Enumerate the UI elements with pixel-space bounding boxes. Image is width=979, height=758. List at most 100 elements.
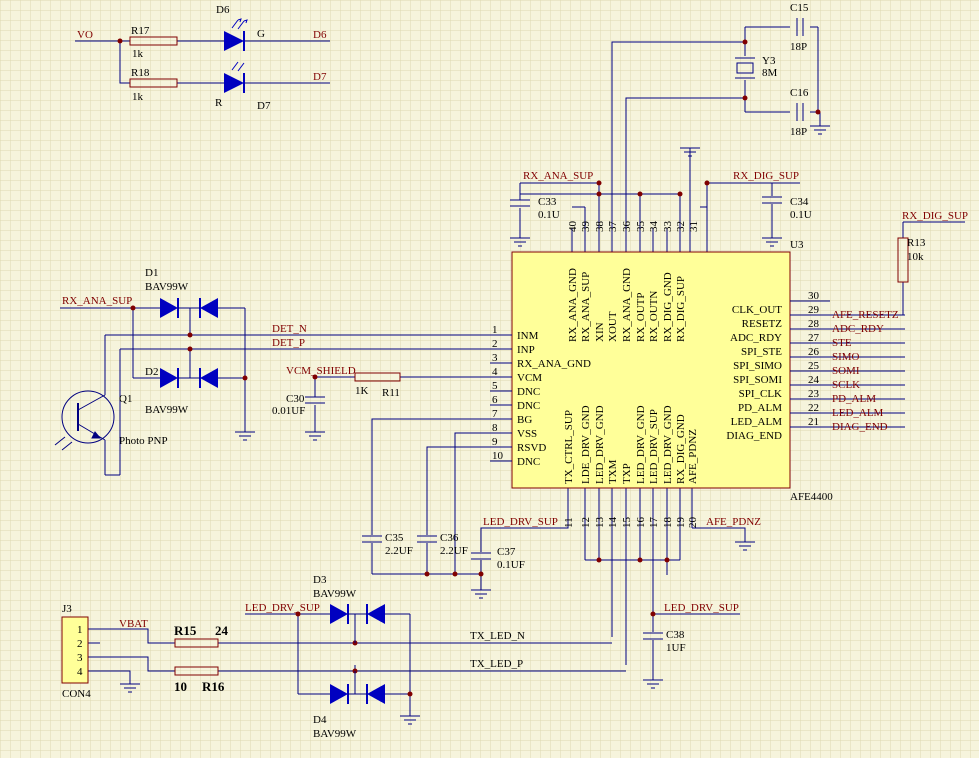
u3-pin-number: 3 [492, 352, 498, 364]
svg-text:18P: 18P [790, 41, 807, 53]
svg-text:18P: 18P [790, 126, 807, 138]
u3-pin-number: 4 [492, 366, 498, 378]
net-diag-end: DIAG_END [832, 421, 888, 433]
resistor-r15 [174, 638, 219, 648]
u3-pin-number: 22 [808, 402, 819, 414]
svg-text:10: 10 [174, 679, 187, 694]
svg-text:1K: 1K [355, 385, 369, 397]
u3-pin-name: TXM [607, 459, 619, 484]
svg-text:BAV99W: BAV99W [145, 404, 189, 416]
net-det-p: DET_P [272, 337, 305, 349]
net-led-drv-sup-bottom: LED_DRV_SUP [664, 602, 739, 614]
u3-pin-name: ADC_RDY [730, 332, 782, 344]
j3-pin-2: 2 [77, 638, 83, 650]
r18-ref: R18 [131, 67, 150, 79]
u3-pin-name: LED_DRV_GND [594, 405, 606, 484]
u3-pin-name: VSS [517, 428, 537, 440]
u3-pin-number: 16 [635, 517, 647, 529]
svg-text:BAV99W: BAV99W [313, 728, 357, 740]
j3-pin-3: 3 [77, 652, 83, 664]
ground-icon [680, 147, 700, 157]
ground-icon [735, 541, 755, 551]
svg-text:J3: J3 [62, 603, 72, 615]
ground-icon [305, 431, 325, 441]
net-adc-rdy: ADC_RDY [832, 323, 884, 335]
junctions [117, 38, 821, 697]
ground-icon [471, 589, 491, 599]
net-afe-resetz: AFE_RESETZ [832, 309, 899, 321]
u3-pin-number: 35 [635, 221, 647, 233]
u3-pin-name: SPI_CLK [739, 388, 782, 400]
u3-pin-name: CLK_OUT [732, 304, 782, 316]
light-arrow-icon [54, 436, 73, 451]
svg-text:C34: C34 [790, 196, 809, 208]
u3-pin-name: RX_DIG_SUP [675, 276, 687, 342]
u3-pin-number: 34 [648, 221, 660, 233]
u3-pin-number: 23 [808, 388, 820, 400]
u3-pin-name: TX_CTRL_SUP [563, 410, 575, 484]
led-drive-section: LED_DRV_SUP D3 BAV99W D4 BAV99W TX_LED_N… [61, 574, 525, 740]
resistor-r13 [897, 237, 909, 283]
u3-pin-number: 11 [563, 517, 575, 528]
u3-pin-number: 10 [492, 450, 504, 462]
u3-pin-number: 7 [492, 408, 498, 420]
svg-text:Photo PNP: Photo PNP [119, 435, 168, 447]
svg-text:BAV99W: BAV99W [313, 588, 357, 600]
led-d6 [224, 18, 248, 51]
svg-text:R13: R13 [907, 237, 926, 249]
u3-pin-name: SPI_STE [741, 346, 782, 358]
u3-pin-number: 1 [492, 324, 498, 336]
svg-text:0.01UF: 0.01UF [272, 405, 305, 417]
svg-text:C33: C33 [538, 196, 557, 208]
u3-pin-name: VCM [517, 372, 542, 384]
u3-pin-number: 33 [662, 221, 674, 233]
u3-pin-number: 37 [607, 221, 619, 233]
svg-text:0.1U: 0.1U [538, 209, 560, 221]
svg-text:C30: C30 [286, 393, 305, 405]
capacitor-c36 [417, 535, 437, 543]
crystal-section: Y3 8M C15 18P C16 18P [680, 2, 830, 157]
u3-pin-number: 28 [808, 318, 820, 330]
led-arrow-icon [237, 18, 248, 24]
net-led-drv-sup-left: LED_DRV_SUP [245, 602, 320, 614]
d7-ref: D7 [257, 100, 271, 112]
top-decoupling: RX_ANA_SUP RX_DIG_SUP C33 0.1U C34 0.1U [510, 170, 812, 247]
net-tx-led-n: TX_LED_N [470, 630, 525, 642]
diode-d3 [330, 604, 385, 628]
u3-pin-name: DNC [517, 386, 540, 398]
net-d7: D7 [313, 71, 327, 83]
net-vcm-shield: VCM_SHIELD [286, 365, 356, 377]
u3-pin-number: 6 [492, 394, 498, 406]
svg-text:C35: C35 [385, 532, 404, 544]
ground-icon [400, 715, 420, 725]
net-rx-ana-sup-top: RX_ANA_SUP [523, 170, 593, 182]
capacitor-c33 [510, 199, 530, 207]
svg-text:R11: R11 [382, 387, 400, 399]
svg-text:24: 24 [215, 623, 229, 638]
svg-text:Y3: Y3 [762, 55, 776, 67]
u3-pin-number: 32 [675, 221, 687, 232]
u3-pin-number: 2 [492, 338, 498, 350]
resistor-r18 [129, 78, 178, 88]
u3-pin-number: 17 [648, 517, 660, 529]
u3-pin-name: RX_OUTN [648, 291, 660, 342]
u3-pin-name: BG [517, 414, 532, 426]
svg-text:10k: 10k [907, 251, 924, 263]
ground-icon [810, 125, 830, 135]
svg-text:Q1: Q1 [119, 393, 132, 405]
net-pd-alm: PD_ALM [832, 393, 876, 405]
u3-pin-number: 15 [621, 517, 633, 529]
ground-icon [510, 237, 530, 247]
led-section: VO R17 1k R18 1k D6 G D7 R D6 D7 [77, 4, 327, 112]
u3-pin-number: 25 [808, 360, 820, 372]
resistor-r11 [354, 372, 401, 382]
capacitor-c34 [762, 196, 782, 204]
u3-pin-name: LED_ALM [731, 416, 783, 428]
net-det-n: DET_N [272, 323, 307, 335]
net-tx-led-p: TX_LED_P [470, 658, 523, 670]
u3-pin-name: DIAG_END [726, 430, 782, 442]
u3-pin-name: SPI_SIMO [733, 360, 782, 372]
u3-pin-name: DNC [517, 456, 540, 468]
